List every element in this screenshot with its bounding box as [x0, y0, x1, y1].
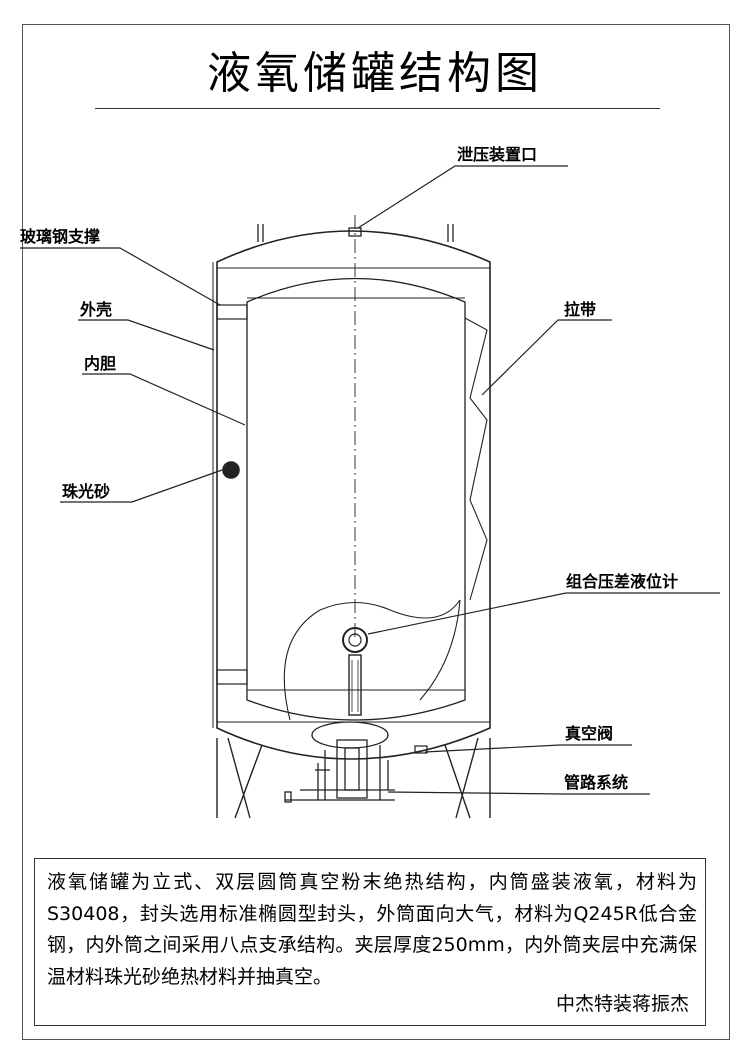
tank-diagram [20, 165, 720, 819]
label-relief-port: 泄压装置口 [457, 145, 538, 164]
outer-shell [216, 230, 491, 760]
page-title: 液氧储罐结构图 [207, 48, 543, 99]
label-strap: 拉带 [564, 300, 597, 319]
label-frp-support: 玻璃钢支撑 [20, 227, 101, 246]
description-box: 液氧储罐为立式、双层圆筒真空粉末绝热结构，内筒盛装液氧，材料为S30408，封头… [34, 858, 706, 1026]
pearlite-port [222, 461, 240, 479]
left-leg [216, 737, 263, 819]
piping-system [284, 739, 395, 803]
label-inner-vessel: 内胆 [84, 354, 117, 373]
vacuum-valve [414, 745, 428, 754]
strap [464, 317, 488, 601]
label-vacuum-valve: 真空阀 [565, 724, 614, 743]
label-piping: 管路系统 [564, 773, 629, 792]
signature: 中杰特装蒋振杰 [549, 989, 689, 1019]
title-underline [95, 108, 660, 109]
description-text: 液氧储罐为立式、双层圆筒真空粉末绝热结构，内筒盛装液氧，材料为S30408，封头… [47, 871, 697, 988]
page-frame [22, 24, 730, 1040]
label-pearlite: 珠光砂 [62, 482, 111, 501]
frp-support-bottom [216, 669, 248, 685]
frp-support-top [216, 304, 248, 320]
inner-vessel [246, 277, 466, 721]
level-gauge-dial [342, 627, 368, 653]
label-outer-shell: 外壳 [80, 300, 113, 319]
label-level-gauge: 组合压差液位计 [566, 572, 679, 591]
right-leg [444, 737, 491, 819]
